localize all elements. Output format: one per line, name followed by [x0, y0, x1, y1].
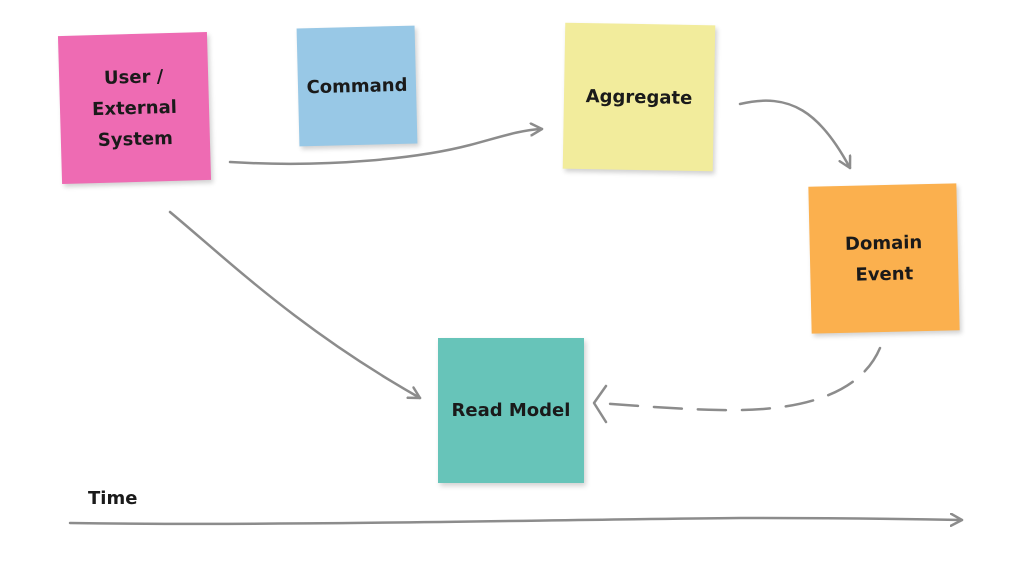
time-axis-arrow: [68, 518, 964, 524]
user-external-system-label: User / External System: [91, 65, 178, 151]
domain-event-label: Domain Event: [844, 231, 923, 286]
command-label: Command: [306, 74, 408, 98]
aggregate-label: Aggregate: [585, 85, 693, 109]
arrow-domain-event-to-read-model: [595, 346, 882, 412]
arrow-aggregate-to-domain-event: [738, 99, 850, 170]
arrow-user-to-aggregate: [228, 129, 544, 166]
arrow-user-to-read-model: [168, 210, 422, 400]
read-model-label: Read Model: [451, 400, 571, 421]
time-axis-label: Time: [88, 488, 138, 509]
command-note[interactable]: Command: [296, 25, 418, 147]
read-model-note[interactable]: Read Model: [438, 338, 584, 483]
domain-event-note[interactable]: Domain Event: [808, 183, 960, 334]
user-external-system-note[interactable]: User / External System: [57, 31, 212, 185]
aggregate-note[interactable]: Aggregate: [562, 22, 716, 172]
arrowhead-read-model: [592, 384, 608, 424]
